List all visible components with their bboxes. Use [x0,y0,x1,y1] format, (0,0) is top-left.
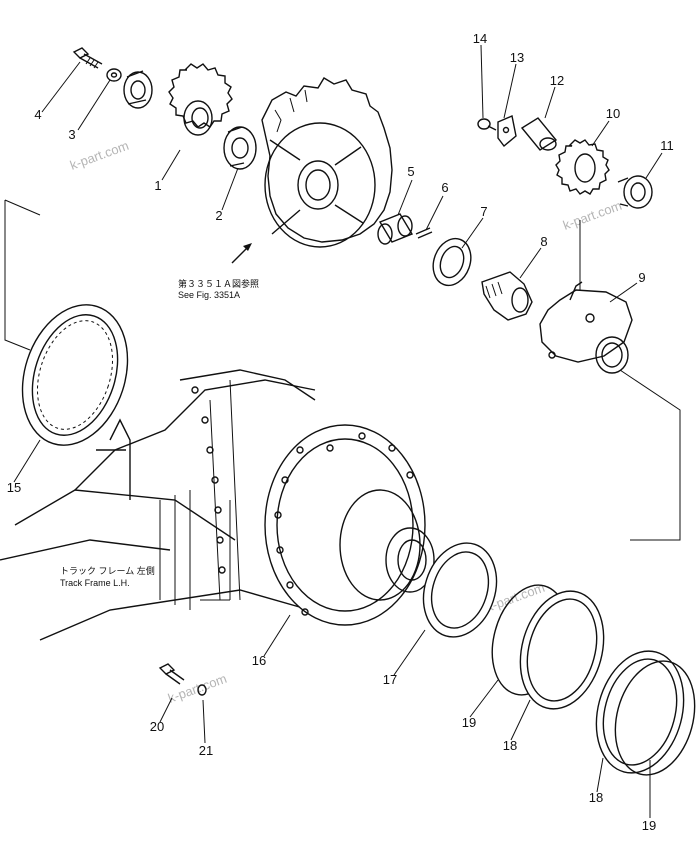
bolt-20 [158,663,185,685]
washer-3 [106,68,122,82]
part-label-6: 6 [441,180,448,195]
part-label-17: 17 [383,672,397,687]
see-fig-note-jp: 第３３５１Ａ図参照 [178,278,259,289]
part-label-20: 20 [150,719,164,734]
seal-17 [422,542,498,638]
part-label-4: 4 [34,107,41,122]
pin-6 [415,227,433,239]
frame-note-en: Track Frame L.H. [60,578,130,588]
part-label-13: 13 [510,50,524,65]
seal-set-1 [491,584,605,710]
seal-7 [432,237,472,287]
hub-16 [264,424,435,626]
watermark-1: k-part.com [68,138,131,173]
part-label-7: 7 [480,204,487,219]
part-label-21: 21 [199,743,213,758]
bolt-4 [72,47,103,69]
bearing-11 [617,175,653,209]
part-label-19a: 19 [462,715,476,730]
see-fig-note: 第３３５１Ａ図参照 See Fig. 3351A [178,243,259,300]
shaft-8 [481,271,533,321]
part-label-15: 15 [7,480,21,495]
bearing-upper [123,70,153,109]
gear-10 [555,139,610,195]
part-label-11: 11 [660,138,674,153]
guide-line-21 [200,500,231,601]
carrier-9 [539,281,633,374]
part-label-2: 2 [215,208,222,223]
part-label-10: 10 [606,106,620,121]
final-drive-housing [261,77,393,248]
leader-lines [13,44,663,818]
washer-21 [197,684,207,696]
part-label-18b: 18 [589,790,603,805]
guide-line-15 [4,199,41,351]
part-label-8: 8 [540,234,547,249]
watermark-4: k-part.com [166,671,229,706]
frame-note: トラック フレーム 左側 Track Frame L.H. [60,565,155,588]
lock-plate-13 [497,115,517,148]
bearing-2 [223,126,257,170]
track-frame [0,369,316,641]
part-label-1: 1 [154,178,161,193]
guide-line-9 [579,220,681,541]
part-label-16: 16 [252,653,266,668]
part-label-18a: 18 [503,738,517,753]
ring-gear-15 [21,304,129,446]
part-label-5: 5 [407,164,414,179]
frame-note-jp: トラック フレーム 左側 [60,565,155,576]
part-label-19b: 19 [642,818,656,833]
part-label-14: 14 [473,31,487,46]
part-label-12: 12 [550,73,564,88]
watermark-2: k-part.com [561,198,624,233]
gear-1 [168,63,233,136]
part-label-9: 9 [638,270,645,285]
sleeve-5 [377,213,414,245]
part-label-3: 3 [68,127,75,142]
shaft-12 [520,117,558,151]
see-fig-note-en: See Fig. 3351A [178,290,240,300]
bolt-14 [477,118,497,131]
seal-set-2 [595,650,696,776]
part-labels: 4 3 1 2 5 6 7 8 9 10 11 12 13 14 15 16 1… [7,31,674,833]
